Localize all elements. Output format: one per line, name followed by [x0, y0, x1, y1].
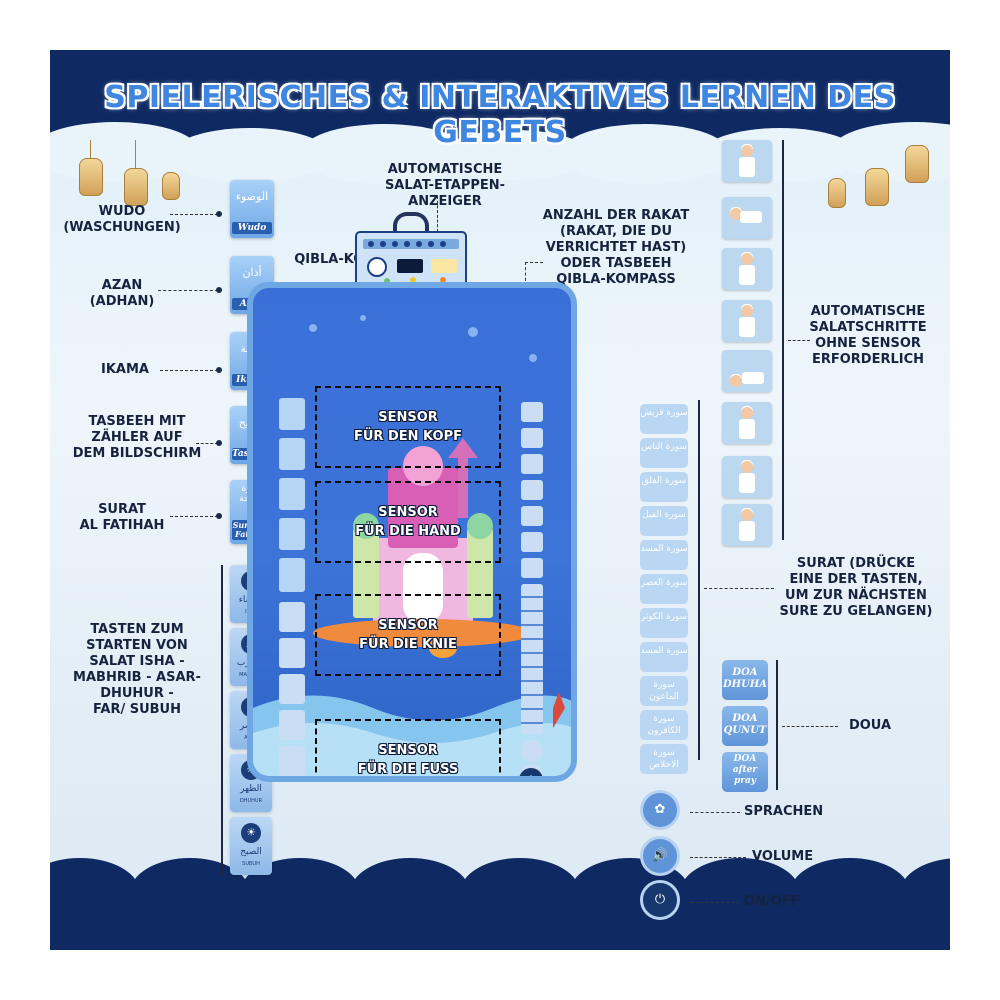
mat-isha-key[interactable] [279, 602, 305, 632]
fatihah-label: SURAT AL FATIHAH [79, 502, 165, 533]
onoff-callout: ON/OFF [744, 894, 800, 909]
knee-sensor[interactable]: SENSOR FÜR DIE KNIE [315, 594, 501, 676]
mat-tasbeeh-key[interactable] [279, 518, 305, 550]
surah-button[interactable]: سورة العصر [640, 574, 688, 604]
mat-left-buttons [279, 398, 305, 776]
lantern-icon [124, 168, 148, 206]
prayer-keys-label: TASTEN ZUM STARTEN VON SALAT ISHA - MABH… [73, 622, 201, 717]
tasbeeh-label: TASBEEH MIT ZÄHLER AUF DEM BILDSCHIRM [72, 414, 202, 461]
mat-maghrib-key[interactable] [279, 638, 305, 668]
surat-callout: SURAT (DRÜCKE EINE DER TASTEN, UM ZUR NÄ… [779, 556, 933, 619]
surah-button[interactable]: سورة الاخلاص [640, 744, 688, 774]
device-handle[interactable] [393, 212, 429, 236]
mat-dhuhur-key[interactable] [279, 710, 305, 740]
doa-qunut-button[interactable]: DOA QUNUT [722, 706, 768, 746]
surah-button[interactable]: سورة الكوثر [640, 608, 688, 638]
azan-label: AZAN (ADHAN) [89, 278, 155, 309]
sunrise-icon: ☀ [241, 823, 261, 843]
salat-stage-callout: AUTOMATISCHE SALAT-ETAPPEN-ANZEIGER [384, 162, 506, 209]
doa-after-pray-button[interactable]: DOA after pray [722, 752, 768, 792]
power-icon[interactable]: ⏻ [640, 880, 680, 920]
sitting-pose-icon [722, 504, 772, 546]
surah-button[interactable]: سورة الناس [640, 438, 688, 468]
surah-button[interactable]: سورة الفلق [640, 472, 688, 502]
standing-pose-icon [722, 402, 772, 444]
mat-subuh-key[interactable] [279, 746, 305, 776]
surah-button[interactable]: سورة قريش [640, 404, 688, 434]
sitting-pose-icon [722, 456, 772, 498]
page-title: SPIELERISCHES & INTERAKTIVES LERNEN DES … [104, 80, 896, 150]
mat-asar-key[interactable] [279, 674, 305, 704]
lantern-icon [828, 178, 846, 208]
surah-button[interactable]: سورة الماعون [640, 676, 688, 706]
lantern-icon [905, 145, 929, 183]
mat-wudo-key[interactable] [279, 398, 305, 430]
lantern-icon [865, 168, 889, 206]
prostration-pose-icon [722, 350, 772, 392]
doua-callout: DOUA [848, 718, 892, 733]
wudo-button[interactable]: الوضوء Wudo [230, 180, 274, 238]
mat-artwork [253, 315, 571, 776]
sprachen-callout: SPRACHEN [744, 804, 824, 819]
subuh-button[interactable]: ☀ الصبح SUBUH [230, 817, 272, 875]
sitting-pose-icon [722, 300, 772, 342]
standing-pose-icon [722, 140, 772, 182]
control-display-unit [355, 231, 467, 289]
mat-azan-key[interactable] [279, 438, 305, 470]
auto-steps-callout: AUTOMATISCHE SALATSCHRITTE OHNE SENSOR E… [809, 304, 927, 367]
doa-dhuha-button[interactable]: DOA DHUHA [722, 660, 768, 700]
mat-right-buttons [521, 402, 543, 776]
surah-button[interactable]: سورة الفيل [640, 506, 688, 536]
speaker-icon[interactable]: 🔊 [640, 836, 680, 876]
mat-power-icon[interactable]: ⏻ [519, 768, 543, 776]
foot-sensor[interactable]: SENSOR FÜR DIE FUSS [315, 719, 501, 776]
mat-ikama-key[interactable] [279, 478, 305, 510]
volume-callout: VOLUME [752, 849, 814, 864]
lantern-icon [79, 158, 103, 196]
hand-sensor[interactable]: SENSOR FÜR DIE HAND [315, 481, 501, 563]
bowing-pose-icon [722, 197, 772, 239]
ikama-label: IKAMA [101, 362, 149, 377]
prayer-mat: ⏻ SENSOR FÜR DEN KOPF SENSOR FÜR DIE HAN… [247, 282, 577, 782]
standing-pose-icon [722, 248, 772, 290]
surah-button[interactable]: سورة الكافرون [640, 710, 688, 740]
mat-fatihah-key[interactable] [279, 558, 305, 592]
display-panel [363, 239, 459, 284]
globe-tree-icon[interactable]: ✿ [640, 790, 680, 830]
surah-button[interactable]: سورة المسد [640, 540, 688, 570]
head-sensor[interactable]: SENSOR FÜR DEN KOPF [315, 386, 501, 468]
bottom-banner [50, 890, 950, 950]
rakat-counter-callout: ANZAHL DER RAKAT (RAKAT, DIE DU VERRICHT… [542, 208, 690, 287]
lantern-icon [162, 172, 180, 200]
wudo-label: WUDO (WASCHUNGEN) [63, 204, 181, 235]
surah-button[interactable]: سورة المسد [640, 642, 688, 672]
